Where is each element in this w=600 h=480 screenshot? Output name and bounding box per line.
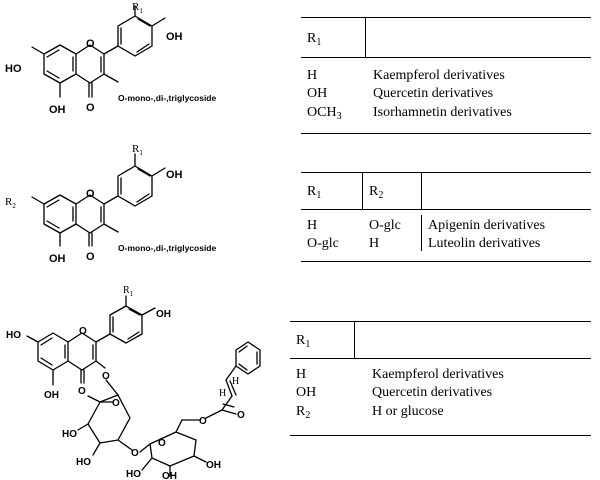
table-3-row-r: OH	[296, 385, 317, 400]
table-1-row-desc: Kaempferol derivatives	[373, 68, 505, 83]
s2-4prime-oh: OH	[166, 169, 183, 181]
table-2-row-desc: Luteolin derivatives	[428, 236, 541, 251]
s3-sugar1-ho-a: HO	[62, 429, 77, 440]
s3-7-ho: HO	[6, 330, 21, 341]
s3-keto-o: O	[78, 386, 86, 397]
s1-keto-o: O	[86, 102, 95, 114]
s3-link-o: O	[102, 371, 110, 382]
s2-5-oh: OH	[49, 253, 66, 265]
structure-3-bonds	[26, 295, 261, 477]
table-2: R1 R2 H O-glc Apigenin derivatives O-glc…	[301, 172, 591, 262]
table-2-row-r1: O-glc	[307, 236, 339, 251]
table-2-row-desc: Apigenin derivatives	[428, 218, 546, 233]
s3-r1-label: R1	[123, 285, 134, 298]
chemical-structures: R1 OH HO OH O O O-mono-,di-,triglycoside…	[5, 1, 261, 480]
s3-sugar1-o: O	[112, 398, 120, 409]
s1-r1-label: R1	[132, 1, 143, 15]
table-1-row-desc: Isorhamnetin derivatives	[373, 105, 512, 120]
s1-ring-o: O	[86, 38, 95, 50]
table-1-header-r1: R1	[307, 31, 322, 48]
table-1-row-r: OCH3	[307, 105, 342, 122]
table-2-row-r2: H	[369, 236, 380, 251]
s3-sugar2-oh-a: OH	[162, 471, 177, 480]
s2-keto-o: O	[86, 251, 95, 263]
table-1-row-r: H	[307, 68, 318, 83]
s3-5-oh: OH	[44, 390, 59, 401]
s3-glycosidic-o: O	[131, 448, 139, 459]
table-3-row-desc: Quercetin derivatives	[372, 385, 493, 400]
s3-sugar2-oh-b: OH	[206, 460, 221, 471]
structure-1-bonds	[31, 5, 166, 98]
s3-4prime-oh: OH	[156, 309, 171, 320]
table-3-row-desc: H or glucose	[372, 404, 444, 419]
s3-ring-o: O	[79, 326, 87, 337]
s1-4prime-oh: OH	[166, 31, 183, 43]
table-2-header-r2: R2	[369, 184, 384, 201]
table-3-header-r1: R1	[296, 333, 311, 350]
s3-ester-carbonyl-o: O	[237, 410, 245, 421]
structure-2-bonds	[31, 153, 166, 247]
s2-glycoside-label: O-mono-,di-,triglycoside	[118, 243, 216, 253]
s3-sugar2-o: O	[158, 438, 166, 449]
s1-5-oh: OH	[49, 104, 66, 116]
s3-vinyl-h2: H	[232, 376, 239, 387]
table-1-row-r: OH	[307, 86, 328, 101]
table-3-row-r: H	[296, 367, 307, 382]
s1-glycoside-label: O-mono-,di-,triglycoside	[118, 93, 216, 103]
s1-7-ho: HO	[5, 63, 22, 75]
s3-sugar2-ho: HO	[126, 469, 141, 480]
table-1: R1 H Kaempferol derivatives OH Quercetin…	[301, 17, 591, 134]
table-2-row-r2: O-glc	[369, 218, 401, 233]
table-3-row-r: R2	[296, 404, 311, 421]
s2-ring-o: O	[86, 188, 95, 200]
table-2-header-r1: R1	[307, 184, 322, 201]
s2-r1-label: R1	[132, 143, 143, 157]
s2-r2-label: R2	[5, 196, 16, 210]
s3-vinyl-h1: H	[219, 388, 226, 399]
table-3-row-desc: Kaempferol derivatives	[372, 367, 504, 382]
s3-ester-o: O	[199, 416, 207, 427]
table-1-row-desc: Quercetin derivatives	[373, 86, 494, 101]
s3-sugar1-ho-b: HO	[76, 457, 91, 468]
table-2-row-r1: H	[307, 218, 318, 233]
table-3: R1 H Kaempferol derivatives OH Quercetin…	[290, 321, 591, 436]
